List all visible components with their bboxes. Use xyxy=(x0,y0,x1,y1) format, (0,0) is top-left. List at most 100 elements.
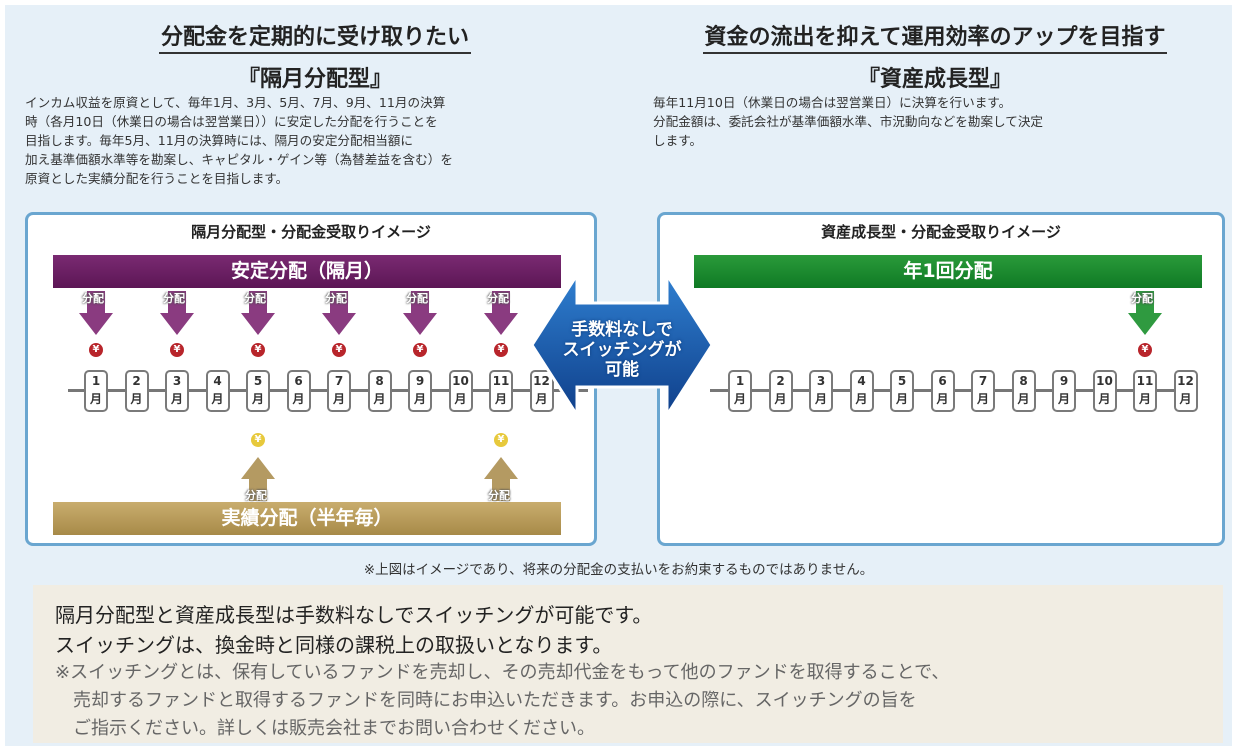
left-gold-coin-icon: ¥ xyxy=(251,433,265,447)
summary-line-2: スイッチングは、換金時と同様の課税上の取扱いとなります。 xyxy=(55,633,613,657)
month-suffix: 月 xyxy=(332,392,345,406)
right-desc-line: 毎年11月10日（休業日の場合は翌営業日）に決算を行います。 xyxy=(653,95,1012,110)
left-title-text: 分配金を定期的に受け取りたい xyxy=(158,25,471,54)
month-number: 5 xyxy=(253,374,263,388)
month-suffix: 月 xyxy=(976,392,989,406)
month-number: 11 xyxy=(492,374,510,388)
month-number: 4 xyxy=(213,374,222,388)
switching-note-line: ※スイッチングとは、保有しているファンドを売却し、その売却代金をもって他のファン… xyxy=(55,662,950,683)
fund-comparison-diagram: 分配金を定期的に受け取りたい 『隔月分配型』 インカム収益を原資として、毎年1月… xyxy=(5,5,1232,746)
left-desc-line: 加え基準価額水準等を勘案し、キャピタル・ゲイン等（為替差益を含む）を xyxy=(25,152,453,167)
switch-label-line: 手数料なしで xyxy=(571,320,673,340)
left-down-arrow-icon xyxy=(160,291,194,335)
disclaimer-note: ※上図はイメージであり、将来の分配金の支払いをお約束するものではありません。 xyxy=(363,562,874,578)
switch-label-line: 可能 xyxy=(605,360,639,380)
left-up-arrow-icon xyxy=(241,457,275,501)
month-suffix: 月 xyxy=(373,392,386,406)
month-suffix: 月 xyxy=(89,392,102,406)
performance-distribution-band: 実績分配（半年毎） xyxy=(53,502,561,535)
right-arrow-label: 分配 xyxy=(1131,292,1153,305)
month-suffix: 月 xyxy=(292,392,305,406)
month-number: 3 xyxy=(172,374,182,388)
month-number: 9 xyxy=(1059,374,1069,388)
right-desc-line: します。 xyxy=(653,133,703,148)
month-suffix: 月 xyxy=(1098,392,1111,406)
right-red-coin-icon: ¥ xyxy=(1138,343,1152,357)
left-up-arrow-icon xyxy=(484,457,518,501)
month-suffix: 月 xyxy=(774,392,787,406)
month-number: 1 xyxy=(735,374,745,388)
month-number: 8 xyxy=(1019,374,1028,388)
left-down-arrow-icon xyxy=(322,291,356,335)
left-down-arrow-icon xyxy=(241,291,275,335)
month-suffix: 月 xyxy=(170,392,183,406)
left-gold-coin-icon: ¥ xyxy=(494,433,508,447)
right-description: 毎年11月10日（休業日の場合は翌営業日）に決算を行います。 分配金額は、委託会… xyxy=(653,93,1223,150)
left-desc-line: 原資とした実績分配を行うことを目指します。 xyxy=(25,171,289,186)
month-suffix: 月 xyxy=(855,392,868,406)
left-down-arrow-icon xyxy=(79,291,113,335)
left-arrow-label: 分配 xyxy=(406,292,428,305)
month-number: 8 xyxy=(375,374,384,388)
left-arrow-label: 分配 xyxy=(325,292,347,305)
month-number: 5 xyxy=(897,374,907,388)
left-subtitle: 『隔月分配型』 xyxy=(237,67,392,92)
month-number: 11 xyxy=(1136,374,1154,388)
month-number: 7 xyxy=(978,374,988,388)
left-red-coin-icon: ¥ xyxy=(170,343,184,357)
left-arrow-label: 分配 xyxy=(244,292,266,305)
annual-distribution-band: 年1回分配 xyxy=(694,255,1202,288)
left-panel-title: 隔月分配型・分配金受取りイメージ xyxy=(191,223,431,241)
month-number: 3 xyxy=(816,374,826,388)
month-suffix: 月 xyxy=(535,392,548,406)
right-down-arrow-icon xyxy=(1128,291,1162,335)
month-suffix: 月 xyxy=(494,392,507,406)
left-arrow-label: 分配 xyxy=(487,292,509,305)
left-arrow-label: 分配 xyxy=(82,292,104,305)
left-desc-line: 時（各月10日（休業日の場合は翌営業日））に安定した分配を行うことを xyxy=(25,114,438,129)
switch-label: 手数料なしで スイッチングが 可能 xyxy=(532,320,712,380)
right-subtitle: 『資産成長型』 xyxy=(857,67,1012,92)
left-down-arrow-icon xyxy=(403,291,437,335)
month-number: 1 xyxy=(91,374,101,388)
left-red-coin-icon: ¥ xyxy=(332,343,346,357)
month-number: 10 xyxy=(452,374,469,388)
left-description: インカム収益を原資として、毎年1月、3月、5月、7月、9月、11月の決算 時（各… xyxy=(25,93,605,188)
stable-distribution-band: 安定分配（隔月） xyxy=(53,255,561,288)
left-desc-line: インカム収益を原資として、毎年1月、3月、5月、7月、9月、11月の決算 xyxy=(25,95,446,110)
summary-line-1: 隔月分配型と資産成長型は手数料なしでスイッチングが可能です。 xyxy=(55,603,653,627)
month-suffix: 月 xyxy=(936,392,949,406)
left-down-arrow-icon xyxy=(484,291,518,335)
month-suffix: 月 xyxy=(1017,392,1030,406)
right-month-11: 11 月 xyxy=(1133,370,1157,412)
right-title: 資金の流出を抑えて運用効率のアップを目指す xyxy=(645,19,1225,54)
left-up-arrow-label: 分配 xyxy=(488,489,510,502)
month-number: 4 xyxy=(857,374,866,388)
month-suffix: 月 xyxy=(251,392,264,406)
month-suffix: 月 xyxy=(1138,392,1151,406)
month-number: 10 xyxy=(1096,374,1113,388)
right-desc-line: 分配金額は、委託会社が基準価額水準、市況動向などを勘案して決定 xyxy=(653,114,1044,129)
month-number: 7 xyxy=(334,374,344,388)
month-suffix: 月 xyxy=(733,392,746,406)
switching-note-line: 売却するファンドと取得するファンドを同時にお申込いただきます。お申込の際に、スイ… xyxy=(55,690,917,711)
left-month-11: 11 月 xyxy=(489,370,513,412)
month-suffix: 月 xyxy=(1179,392,1192,406)
month-number: 2 xyxy=(776,374,785,388)
month-number: 2 xyxy=(132,374,141,388)
left-arrow-label: 分配 xyxy=(163,292,185,305)
left-red-coin-icon: ¥ xyxy=(413,343,427,357)
